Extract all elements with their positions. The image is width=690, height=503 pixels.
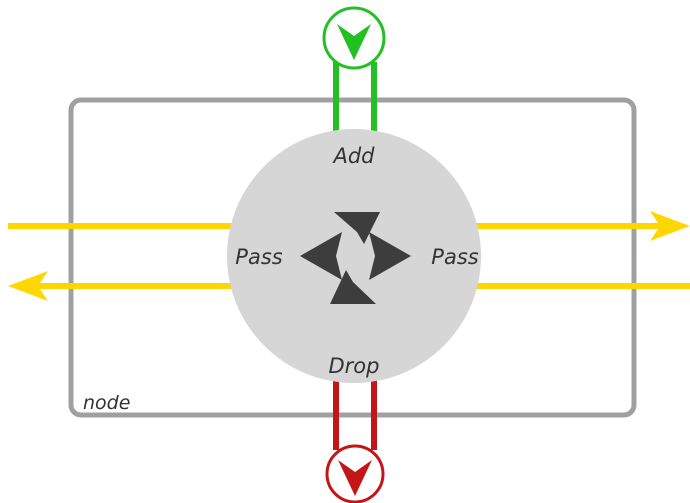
node-label: node xyxy=(83,392,130,414)
drop-label: Drop xyxy=(329,354,380,378)
four-way-arrows-icon xyxy=(300,212,411,304)
add-channel xyxy=(333,62,377,140)
drop-icon xyxy=(325,444,385,503)
center-circle xyxy=(227,129,481,383)
node-box xyxy=(68,97,637,418)
add-label: Add xyxy=(331,144,375,168)
pass-right-label: Pass xyxy=(431,245,478,269)
add-icon xyxy=(322,6,386,70)
drop-channel xyxy=(333,380,377,450)
pass-left-label: Pass xyxy=(235,245,282,269)
